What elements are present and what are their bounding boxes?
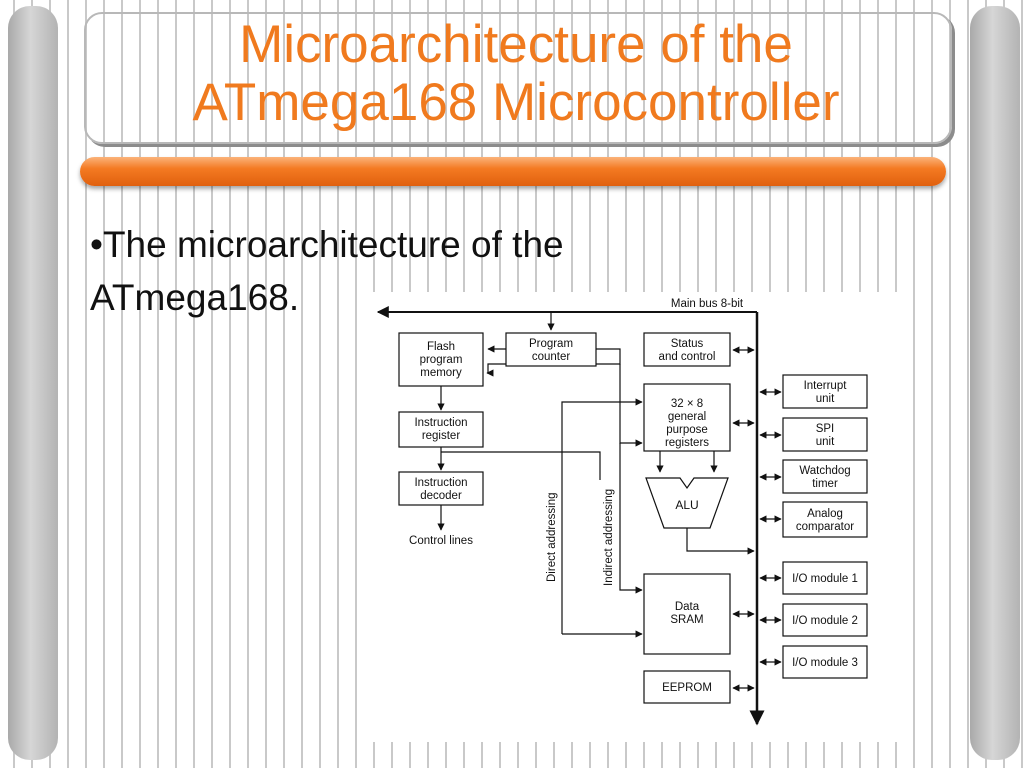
program-counter-block: Program counter [505, 332, 597, 367]
io-module-1-label: I/O module 1 [792, 573, 858, 585]
watchdog-timer-block: Watchdog timer [782, 459, 868, 494]
title-underline-bar [80, 157, 946, 186]
bullet-line-1: •The microarchitecture of the [90, 224, 564, 265]
spi-unit-label-2: unit [816, 436, 835, 448]
slide-title: Microarchitecture of the ATmega168 Micro… [84, 16, 948, 132]
io-module-1-block: I/O module 1 [782, 561, 868, 595]
alu-label: ALU [675, 498, 698, 512]
data-sram-label-2: SRAM [670, 614, 703, 626]
bullet-text: •The microarchitecture of the ATmega168. [90, 218, 690, 324]
alu-block: ALU [645, 477, 729, 529]
status-control-label-2: and control [659, 351, 716, 363]
io-module-2-block: I/O module 2 [782, 603, 868, 637]
instruction-register-label-2: register [422, 430, 461, 442]
registers-label-4: registers [665, 437, 709, 449]
diagram-svg: Main bus 8-bit [376, 298, 868, 726]
bus-connectors [732, 346, 782, 692]
watchdog-timer-label-1: Watchdog [799, 465, 850, 477]
eeprom-block: EEPROM [643, 670, 731, 704]
flash-memory-label-2: program [420, 354, 463, 366]
registers-label-2: general [668, 411, 706, 423]
analog-comparator-block: Analog comparator [782, 501, 868, 538]
status-control-label-1: Status [671, 338, 704, 350]
spi-unit-block: SPI unit [782, 417, 868, 452]
analog-comparator-label-2: comparator [796, 521, 854, 533]
program-counter-label-2: counter [532, 351, 571, 363]
direct-addressing-label: Direct addressing [546, 493, 558, 582]
indirect-addressing-label: Indirect addressing [603, 489, 615, 586]
general-purpose-registers-block: 32 × 8 general purpose registers [643, 383, 731, 452]
spi-unit-label-1: SPI [816, 423, 835, 435]
right-decorative-pillar [970, 6, 1020, 760]
bullet-line-2: ATmega168. [90, 277, 300, 318]
main-bus-label: Main bus 8-bit [671, 298, 744, 310]
slide-title-line-1: Microarchitecture of the [239, 15, 793, 74]
instruction-register-block: Instruction register [398, 411, 484, 448]
watchdog-timer-label-2: timer [812, 478, 838, 490]
eeprom-label: EEPROM [662, 682, 712, 694]
interrupt-unit-label-1: Interrupt [804, 380, 848, 392]
interrupt-unit-label-2: unit [816, 393, 835, 405]
flash-memory-label-3: memory [420, 367, 462, 379]
instruction-decoder-block: Instruction decoder [398, 471, 484, 506]
instruction-register-label-1: Instruction [414, 417, 467, 429]
data-sram-label-1: Data [675, 601, 700, 613]
data-sram-block: Data SRAM [643, 573, 731, 655]
slide-title-line-2: ATmega168 Microcontroller [192, 73, 840, 132]
interrupt-unit-block: Interrupt unit [782, 374, 868, 409]
flash-memory-label-1: Flash [427, 341, 455, 353]
instruction-decoder-label-2: decoder [420, 490, 462, 502]
main-bus [376, 306, 765, 726]
registers-label-1: 32 × 8 [671, 398, 703, 410]
io-module-3-label: I/O module 3 [792, 657, 858, 669]
analog-comparator-label-1: Analog [807, 508, 843, 520]
control-lines-label: Control lines [409, 535, 473, 547]
io-module-2-label: I/O module 2 [792, 615, 858, 627]
left-decorative-pillar [8, 6, 58, 760]
connection-lines [437, 312, 755, 638]
program-counter-label-1: Program [529, 338, 573, 350]
flash-program-memory-block: Flash program memory [398, 332, 484, 387]
microarchitecture-diagram: Main bus 8-bit [364, 292, 900, 742]
registers-label-3: purpose [666, 424, 708, 436]
status-control-block: Status and control [643, 332, 731, 367]
instruction-decoder-label-1: Instruction [414, 477, 467, 489]
io-module-3-block: I/O module 3 [782, 645, 868, 679]
title-frame [84, 12, 952, 144]
